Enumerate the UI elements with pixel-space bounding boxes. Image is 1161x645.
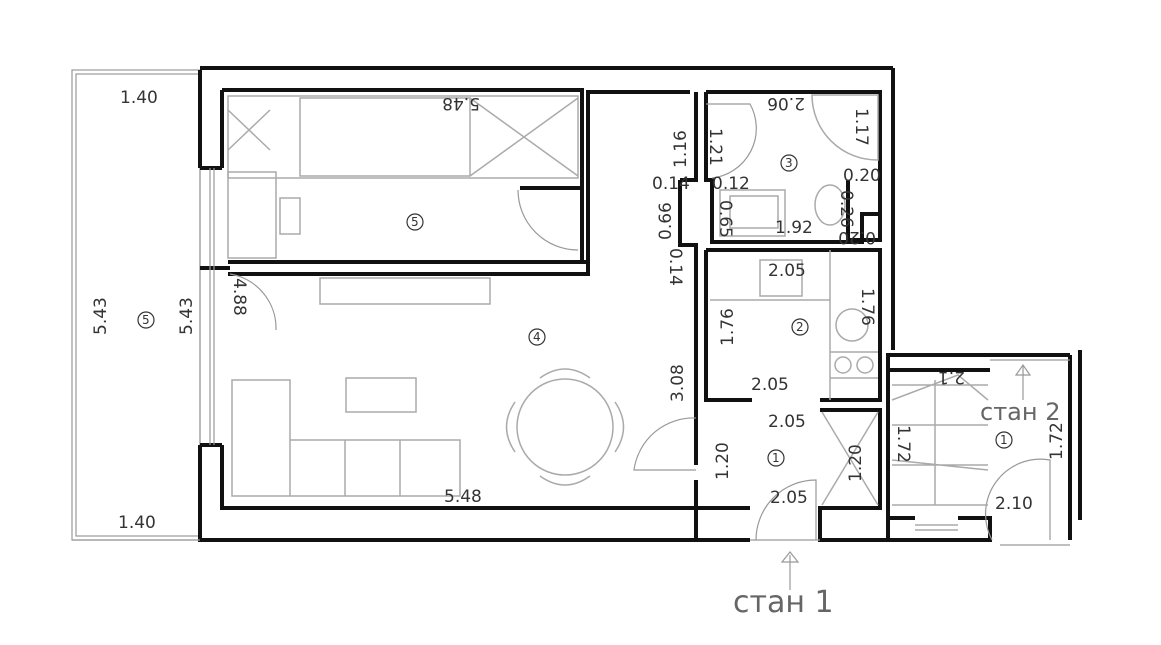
living-bottom-width: 5.48 — [444, 487, 482, 507]
balcony-top-width: 1.40 — [120, 88, 158, 108]
balcony-length-outer: 5.43 — [91, 297, 111, 335]
unit2-room-number: 1 — [1000, 433, 1008, 447]
kitchen-right: 1.76 — [857, 288, 877, 326]
furniture — [227, 94, 1070, 506]
unit2-bottom: 2.10 — [995, 494, 1033, 514]
bath-door-116: 1.16 — [671, 130, 691, 168]
closet: 1.20 — [846, 444, 866, 482]
wall-020-a: 0.20 — [843, 166, 881, 186]
wall-026: 0.26 — [836, 190, 856, 228]
kitchen-top: 2.05 — [768, 261, 806, 281]
unit1-label: стан 1 — [733, 585, 834, 620]
stair-side: 1.72 — [893, 425, 913, 463]
doors — [229, 103, 1051, 541]
balcony-bottom-width: 1.40 — [118, 513, 156, 533]
living-room-number: 4 — [533, 330, 541, 344]
wall-020-b: 0.20 — [838, 227, 876, 247]
unit2-label: стан 2 — [980, 398, 1060, 426]
bath-top: 2.06 — [767, 93, 805, 113]
wall-014-a: 0.14 — [652, 174, 690, 194]
walls — [72, 66, 1082, 546]
balcony-room-number: 5 — [142, 313, 150, 327]
balcony-outline-inner — [75, 73, 201, 537]
hall-room-number: 1 — [772, 451, 780, 465]
hall-top: 2.05 — [768, 412, 806, 432]
balcony-length-inner: 5.43 — [177, 297, 197, 335]
room-numbers: 5 5 4 3 2 1 1 — [137, 154, 1013, 467]
wall-012: 0.12 — [712, 174, 750, 194]
living-left-height: 4.88 — [229, 278, 249, 316]
bath-bottom: 1.92 — [775, 218, 813, 238]
unit2-side: 1.72 — [1047, 422, 1067, 460]
kitchen-left: 1.76 — [718, 308, 738, 346]
hall-bottom: 2.05 — [770, 488, 808, 508]
sink-065: 0.65 — [715, 200, 735, 238]
kitchen-bottom: 2.05 — [751, 375, 789, 395]
bedroom-room-number: 5 — [411, 215, 419, 229]
bedroom-top-width: 5.48 — [442, 93, 480, 113]
stair-top: 2.1 — [938, 367, 965, 387]
wall-066: 0.66 — [656, 202, 676, 240]
bath-shower: 1.17 — [851, 108, 871, 146]
entrance-arrow-icon — [780, 551, 800, 590]
dimension-labels: 1.40 1.40 5.43 5.43 5.48 4.88 5.48 1.16 … — [91, 88, 1067, 620]
hall-left: 1.20 — [713, 442, 733, 480]
bath-room-number: 3 — [785, 156, 793, 170]
hall-308: 3.08 — [668, 364, 688, 402]
bath-door-121: 1.21 — [705, 128, 725, 166]
kitchen-room-number: 2 — [796, 320, 804, 334]
wall-014-b: 0.14 — [665, 248, 685, 286]
